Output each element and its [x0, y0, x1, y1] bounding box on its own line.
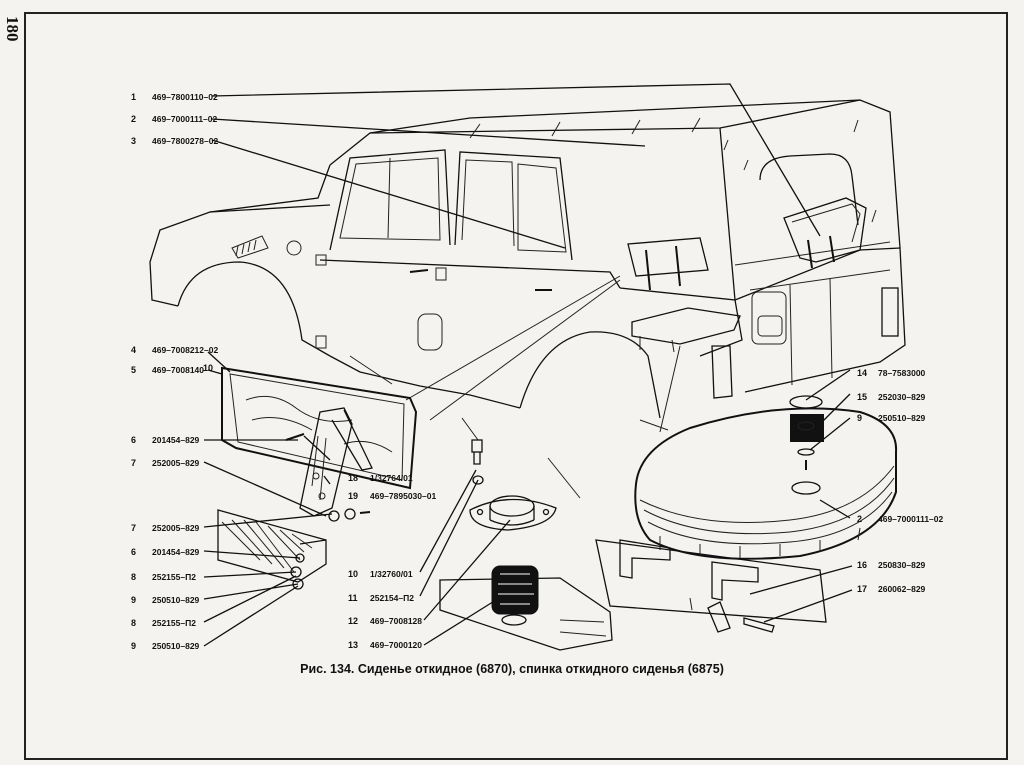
callout-part: 201454–829 [152, 435, 200, 445]
callout-part: 469–7008140 [152, 365, 204, 375]
callout-number: 9 [131, 641, 136, 651]
callout-number: 6 [131, 435, 136, 445]
callout-part: 252030–829 [878, 392, 926, 402]
callout-part: 252005–829 [152, 458, 200, 468]
callout-number: 13 [348, 640, 358, 650]
callout-number: 16 [857, 560, 867, 570]
callout-part: 250510–829 [152, 641, 200, 651]
callout-number: 7 [131, 458, 136, 468]
callout-number: 19 [348, 491, 358, 501]
callout-number: 2 [857, 514, 862, 524]
callout-number: 2 [131, 114, 136, 124]
callout-part: 252155–П2 [152, 618, 196, 628]
callout-number: 3 [131, 136, 136, 146]
callout-part: 252155–П2 [152, 572, 196, 582]
callout-number: 1 [131, 92, 136, 102]
callout-number: 8 [131, 572, 136, 582]
seat-back-panel-drawing [221, 366, 418, 522]
callout-part: 1/32764/01 [370, 473, 413, 483]
callout-part: 469–7000111–02 [878, 514, 944, 524]
callout-number: 17 [857, 584, 867, 594]
callout-number: 15 [857, 392, 867, 402]
callout-part: 1/32760/01 [370, 569, 413, 579]
callout-part: 250510–829 [152, 595, 200, 605]
callout-number: 5 [131, 365, 136, 375]
callout-part: 201454–829 [152, 547, 200, 557]
page-number: 180 [3, 16, 22, 42]
callout-part: 469–7800110–02 [152, 92, 218, 102]
callout-number: 14 [857, 368, 867, 378]
figure-caption: Рис. 134. Сиденье откидное (6870), спинк… [300, 662, 724, 676]
hinge-bracket-drawing [217, 509, 327, 590]
callout-part: 469–7000111–02 [152, 114, 218, 124]
callout-number: 4 [131, 345, 136, 355]
seat-cushion-drawing [595, 395, 898, 633]
callouts: 1 469–7800110–02 2 469–7000111–02 3 469–… [131, 92, 944, 651]
callout-part: 252154–П2 [370, 593, 414, 603]
callout-part: 469–7800278–02 [152, 136, 218, 146]
callout-part: 250510–829 [878, 413, 926, 423]
callout-part: 78–7583000 [878, 368, 926, 378]
leader-lines [207, 83, 821, 499]
center-parts-drawing [439, 439, 613, 651]
callout-part: 469–7008128 [370, 616, 422, 626]
callout-part: 469–7895030–01 [370, 491, 436, 501]
callout-leader-lines [203, 369, 853, 647]
callout-number: 9 [857, 413, 862, 423]
callout-part: 469–7000120 [370, 640, 422, 650]
callout-number: 18 [348, 473, 358, 483]
callout-part: 469–7008212–02 [152, 345, 218, 355]
vehicle-body-drawing [149, 99, 906, 419]
callout-number: 12 [348, 616, 358, 626]
callout-part: 250830–829 [878, 560, 926, 570]
callout-part: 260062–829 [878, 584, 926, 594]
callout-number: 7 [131, 523, 136, 533]
callout-part: 252005–829 [152, 523, 200, 533]
callout-number: 11 [348, 593, 358, 603]
page-frame [24, 12, 1008, 760]
callout-number: 6 [131, 547, 136, 557]
inline-label: 10 [203, 363, 213, 373]
callout-number: 10 [348, 569, 358, 579]
callout-number: 9 [131, 595, 136, 605]
callout-number: 8 [131, 618, 136, 628]
